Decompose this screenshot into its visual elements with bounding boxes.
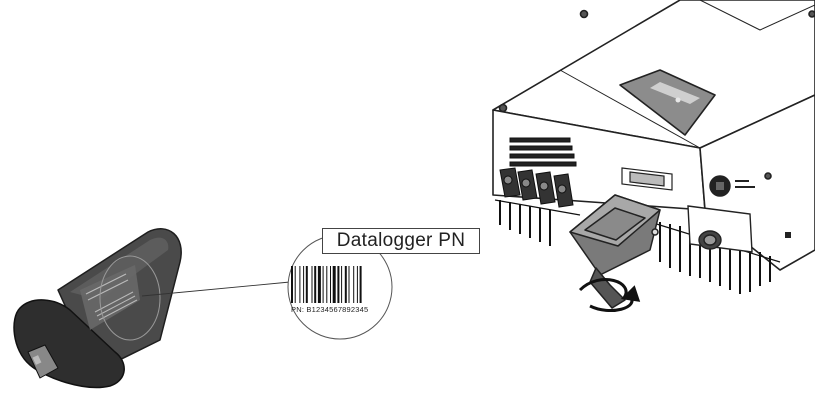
part-number-text: PN: B1234567892345 (291, 305, 369, 314)
com-port (621, 167, 673, 191)
barcode-bar (303, 266, 305, 303)
barcode-bar (291, 266, 293, 303)
barcode (291, 266, 362, 303)
datalogger-pn-label: Datalogger PN (322, 228, 480, 254)
screw (808, 10, 815, 18)
screw (498, 103, 508, 113)
barcode-bar (341, 266, 343, 303)
barcode-bar (337, 266, 340, 303)
screw (579, 9, 589, 19)
side-marks (735, 180, 791, 238)
zoom-source-circle (99, 255, 161, 341)
barcode-bar (322, 266, 324, 303)
ac-section (687, 175, 753, 253)
barcode-bar (294, 266, 296, 303)
barcode-bar (314, 266, 317, 303)
barcode-bar (356, 266, 358, 303)
barcode-bar (344, 266, 347, 303)
screw (764, 172, 772, 180)
barcode-bar (330, 266, 331, 303)
barcode-bar (348, 266, 350, 303)
rotate-arrow (578, 278, 641, 313)
stick-connector (27, 344, 59, 379)
dc-connectors (499, 137, 577, 208)
barcode-bar (317, 266, 321, 303)
barcode-bar (299, 266, 301, 303)
barcode-bar (353, 266, 355, 303)
barcode-bar (305, 266, 308, 303)
ac-terminal-box (687, 205, 753, 253)
barcode-bar (332, 266, 336, 303)
stick-label (80, 265, 140, 330)
datalogger-stick (13, 228, 182, 389)
datalogger-plug-on-inverter (569, 194, 661, 309)
display-window (619, 69, 716, 136)
barcode-bar (359, 266, 362, 303)
barcode-bar (326, 266, 328, 303)
barcode-zoom (287, 234, 393, 340)
barcode-bar (311, 266, 313, 303)
ac-cable-gland (698, 230, 722, 250)
